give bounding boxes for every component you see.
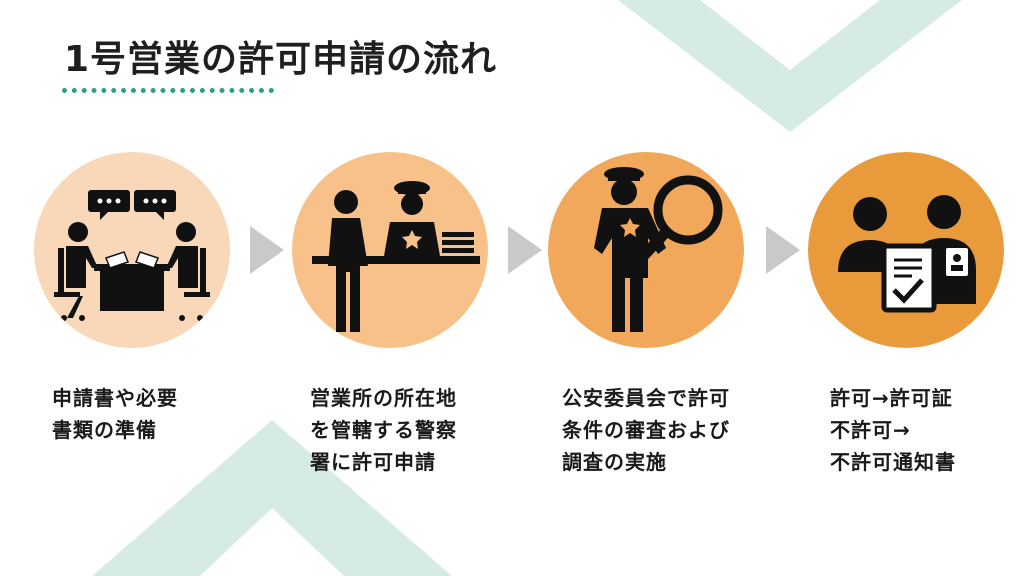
step-4-line-3: 不許可通知書 [830, 450, 956, 474]
step-3-line-2: 条件の審査および [562, 418, 730, 442]
police-counter-icon [292, 152, 488, 348]
chevron-top-right [618, 0, 962, 132]
arrow-right-icon [250, 226, 284, 274]
step-3-circle [548, 152, 744, 348]
step-4-line-2: 不許可→ [830, 418, 911, 442]
step-3-line-1: 公安委員会で許可 [562, 386, 730, 410]
step-1-line-2: 書類の準備 [52, 418, 157, 442]
step-1-circle [34, 152, 230, 348]
arrow-right-icon [508, 226, 542, 274]
step-2-line-1: 営業所の所在地 [310, 386, 457, 410]
meeting-icon [34, 152, 230, 348]
step-1-description: 申請書や必要 書類の準備 [52, 382, 178, 446]
inspector-magnifier-icon [548, 152, 744, 348]
license-document-icon [808, 152, 1004, 348]
step-1-line-1: 申請書や必要 [52, 386, 178, 410]
step-2-line-2: を管轄する警察 [310, 418, 457, 442]
page-title: 1号営業の許可申請の流れ [64, 39, 498, 80]
title-dotted-underline [62, 88, 274, 93]
step-2-description: 営業所の所在地 を管轄する警察 署に許可申請 [310, 382, 457, 478]
chevron-bottom-left [92, 420, 452, 576]
step-4-line-1: 許可→許可証 [830, 386, 953, 410]
step-3-line-3: 調査の実施 [562, 450, 667, 474]
step-3-description: 公安委員会で許可 条件の審査および 調査の実施 [562, 382, 730, 478]
arrow-right-icon [766, 226, 800, 274]
step-2-circle [292, 152, 488, 348]
step-4-circle [808, 152, 1004, 348]
step-2-line-3: 署に許可申請 [310, 450, 436, 474]
step-4-description: 許可→許可証 不許可→ 不許可通知書 [830, 382, 956, 478]
